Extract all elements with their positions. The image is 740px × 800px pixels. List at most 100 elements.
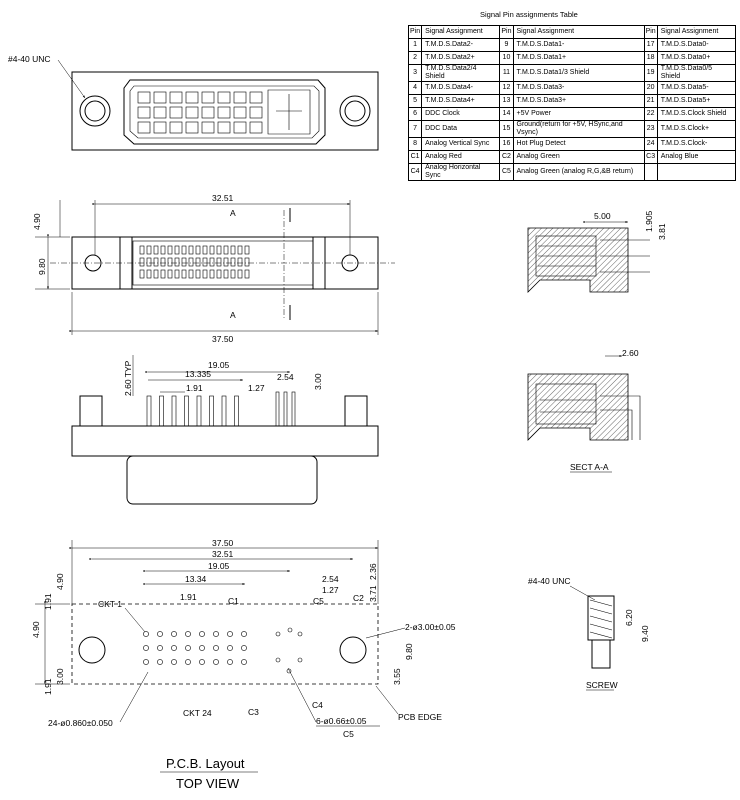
pin	[181, 257, 187, 267]
c5-label: C5	[313, 596, 324, 606]
dim-1-91: 1.91	[180, 592, 197, 602]
c-hole	[275, 657, 281, 663]
pin	[209, 269, 215, 279]
pcb-layout: 37.50 32.51 19.05 13.34 2.54 1.27 1.91 2…	[31, 538, 456, 791]
pin-socket	[185, 91, 199, 104]
pin-socket	[169, 91, 183, 104]
pin-hole	[157, 645, 163, 651]
pin-socket	[201, 91, 215, 104]
c-pin	[291, 391, 296, 427]
pin	[184, 395, 189, 427]
pin-socket	[153, 91, 167, 104]
pin	[160, 257, 166, 267]
pin-socket	[201, 121, 215, 134]
pin-socket	[185, 106, 199, 119]
front-view: #4-40 UNC	[8, 54, 379, 151]
dim-2-54: 2.54	[322, 574, 339, 584]
pin	[188, 269, 194, 279]
pin	[153, 257, 159, 267]
pin	[146, 257, 152, 267]
c-hole	[286, 668, 292, 674]
ckt-24-label: CKT 24	[183, 708, 212, 718]
pin-hole	[199, 645, 205, 651]
pin	[174, 245, 180, 255]
pin	[230, 245, 236, 255]
dim-1-27: 1.27	[322, 585, 339, 595]
pin	[237, 245, 243, 255]
pin-hole-callout: 24-ø0.860±0.050	[48, 718, 113, 728]
pin	[195, 257, 201, 267]
pin	[216, 257, 222, 267]
dim-2-60: 2.60	[622, 348, 639, 358]
c4-label: C4	[312, 700, 323, 710]
pin	[237, 257, 243, 267]
pin-socket	[249, 106, 263, 119]
dim-3-00: 3.00	[313, 373, 323, 390]
pin	[139, 257, 145, 267]
pin-hole	[241, 631, 247, 637]
pin-socket	[137, 91, 151, 104]
pin	[196, 395, 202, 427]
pin	[159, 395, 164, 427]
pin	[146, 395, 152, 427]
pin-socket	[233, 106, 247, 119]
dim-1-27: 1.27	[248, 383, 265, 393]
pin-socket	[217, 121, 231, 134]
pin-hole	[199, 631, 205, 637]
screw-thread-label: #4-40 UNC	[528, 576, 571, 586]
pin	[202, 257, 208, 267]
dim-19-05: 19.05	[208, 561, 230, 571]
c-hole	[297, 631, 303, 637]
pin	[223, 257, 229, 267]
pin-hole	[185, 645, 191, 651]
c-hole	[275, 631, 281, 637]
pin	[146, 269, 152, 279]
dim-6-20: 6.20	[624, 609, 634, 626]
pin-socket	[249, 91, 263, 104]
pin-hole	[213, 645, 219, 651]
pin-hole	[157, 659, 163, 665]
pin-hole	[213, 659, 219, 665]
pin	[223, 269, 229, 279]
pin-socket	[233, 91, 247, 104]
c-hole	[297, 657, 303, 663]
section-view-a-a: 2.60 SECT A-A	[527, 348, 641, 473]
pin	[167, 269, 173, 279]
pin-hole	[199, 659, 205, 665]
pin-cell: 22	[643, 107, 658, 121]
pin-assignment-table: Pin Signal Assignment Pin Signal Assignm…	[407, 25, 737, 181]
dim-1-91: 1.91	[43, 678, 53, 695]
pin-socket	[137, 106, 151, 119]
pin	[209, 245, 215, 255]
pin-cell: 5	[407, 94, 423, 108]
pin-hole	[185, 631, 191, 637]
pin-hole	[143, 659, 149, 665]
pin-hole	[241, 645, 247, 651]
pin	[209, 395, 214, 427]
pin	[153, 269, 159, 279]
pin	[202, 269, 208, 279]
pin	[244, 269, 250, 279]
pin-socket	[217, 91, 231, 104]
pin	[234, 395, 239, 427]
pin	[167, 257, 173, 267]
pin	[171, 395, 177, 427]
pin-socket	[169, 121, 183, 134]
c-pin	[275, 391, 280, 427]
pin-cell: C4	[407, 163, 423, 181]
dim-1-91: 1.91	[186, 383, 203, 393]
dim-9-80: 9.80	[404, 643, 414, 660]
pcb-edge-label: PCB EDGE	[398, 712, 442, 722]
dim-2-60-typ: 2.60 TYP	[123, 360, 133, 396]
dim-19-05: 19.05	[208, 360, 230, 370]
pin-hole	[185, 659, 191, 665]
pin-hole	[227, 659, 233, 665]
dim-37-50: 37.50	[212, 334, 234, 344]
pin-hole	[143, 631, 149, 637]
pin	[202, 245, 208, 255]
pin-cell: C2	[499, 150, 514, 164]
pin	[230, 269, 236, 279]
pin	[237, 269, 243, 279]
